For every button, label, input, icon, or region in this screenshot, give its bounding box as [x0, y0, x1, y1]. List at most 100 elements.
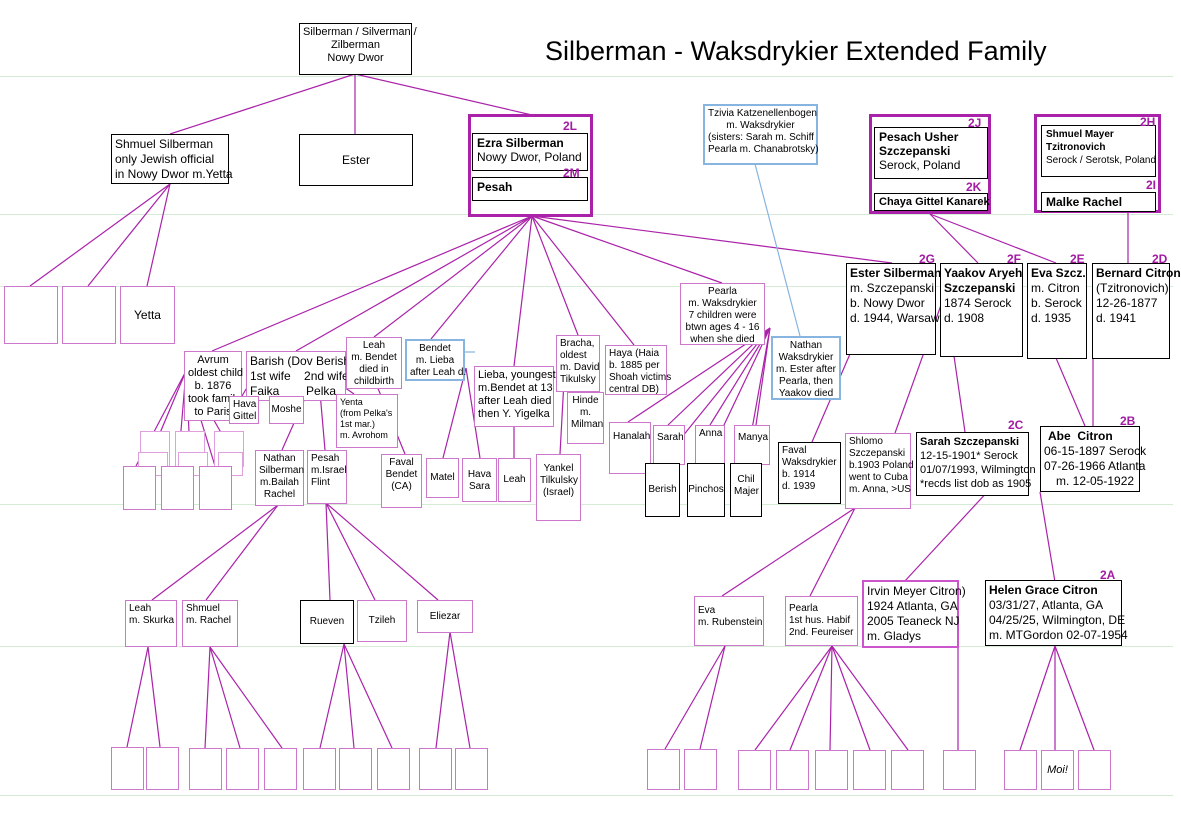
shlomo-line: Shlomo [849, 436, 883, 447]
irvin-line: Irvin Meyer Citron) [867, 584, 966, 598]
eva-rubenstein-box: Eva m. Rubenstein [694, 596, 764, 646]
sarah-s-line: 12-15-1901* Serock [920, 450, 1018, 462]
eva-szcz-line: m. Citron [1031, 281, 1080, 295]
empty-box [738, 750, 771, 790]
pearla-w-line: Pearla [708, 286, 737, 297]
shmuel-mayer-name1: Shmuel Mayer [1046, 129, 1114, 140]
nathan-w-line: m. Ester after [776, 364, 837, 375]
pesah-flint-line: Pesah [311, 453, 340, 464]
haya-box: Haya (Haia b. 1885 per Shoah victims cen… [605, 345, 671, 395]
tzileh-name: Tzileh [368, 615, 396, 626]
barish-box: Barish (Dov Berish) 1st wife 2nd wife Fa… [246, 351, 354, 401]
nathan-w-line: Yaakov died [778, 388, 834, 399]
hinde-line: Hinde [572, 395, 599, 406]
shmuel-mayer-name-box: Shmuel Mayer Tzitronovich Serock / Serot… [1041, 125, 1156, 177]
yaakov-line: 1874 Serock [944, 296, 1012, 310]
leah-bendet-line: died in [359, 364, 389, 375]
leah-bendet-box: Leah m. Bendet died in childbirth [346, 337, 402, 389]
yenta-line: (from Pelka's [340, 408, 393, 418]
hinde-line: m. [579, 407, 592, 418]
yetta-name: Yetta [134, 307, 161, 322]
yaakov-name2: Szczepanski [944, 281, 1016, 295]
barish-line: 1st wife 2nd wife [250, 369, 349, 383]
empty-box [776, 750, 809, 790]
bendet-line: after Leah d. [410, 367, 467, 378]
avrum-line: took family [188, 393, 241, 405]
manya-box: Manya [734, 425, 770, 465]
irvin-citron-box: Irvin Meyer Citron) 1924 Atlanta, GA 200… [862, 580, 966, 648]
yaakov-box: Yaakov Aryeh Szczepanski 1874 Serock d. … [940, 263, 1023, 357]
eliezar-box: Eliezar [417, 600, 473, 633]
empty-box [1078, 750, 1111, 790]
nathan-silberman-box: Nathan Silberman m.Bailah Rachel [255, 450, 304, 506]
avrum-line: to Paris [194, 406, 232, 418]
empty-box [62, 286, 116, 344]
empty-box [684, 749, 717, 790]
avrum-line: oldest child [188, 367, 244, 379]
helen-line: 03/31/27, Atlanta, GA [989, 598, 1104, 612]
abe-name: Abe Citron [1048, 429, 1113, 443]
empty-box [199, 466, 232, 510]
sarah-small-name: Sarah [657, 432, 684, 443]
empty-box [264, 748, 297, 790]
hava-gittel-line: Hava [233, 399, 257, 410]
bracha-line: m. David [560, 362, 600, 373]
empty-box [4, 286, 58, 344]
ester-s-line: m. Szczepanski [850, 281, 935, 295]
empty-box [419, 748, 452, 790]
moi-box: Moi! [1041, 750, 1074, 790]
empty-box [339, 748, 372, 790]
tag-2A: 2A [1100, 568, 1116, 582]
empty-box [189, 748, 222, 790]
faval-waksdrykier-box: Faval Waksdrykier b. 1914 d. 1939 [778, 442, 841, 504]
empty-box [161, 466, 194, 510]
malke-rachel-box: Malke Rachel [1041, 192, 1156, 212]
lieba-line: after Leah died [478, 395, 552, 407]
leah-bendet-line: childbirth [353, 376, 395, 387]
nathan-w-line: Pearla, then [779, 376, 833, 387]
shmuel-line: in Nowy Dwor m.Yetta [115, 167, 233, 181]
pearla-w-line: m. Waksdrykier [688, 298, 757, 309]
nathan-s-line: m.Bailah [260, 477, 299, 488]
faval-bendet-line: Bendet [385, 469, 418, 480]
shmuel-mayer-name2: Tzitronovich [1046, 142, 1106, 153]
pesach-name-box: Pesach Usher Szczepanski Serock, Poland [874, 127, 988, 179]
sarah-s-line: *recds list dob as 1905 [920, 478, 1032, 490]
empty-box [891, 750, 924, 790]
shmuel-rachel-line: m. Rachel [186, 615, 232, 626]
haya-line: central DB) [609, 384, 660, 395]
pesah-name: Pesah [477, 180, 513, 194]
eliezar-name: Eliezar [429, 610, 461, 622]
chaya-gittel-name: Chaya Gittel Kanarek [879, 196, 990, 208]
chil-line: Chil [737, 474, 755, 485]
empty-box [226, 748, 259, 790]
empty-box [303, 748, 336, 790]
hava-sara-box: Hava Sara [462, 458, 497, 502]
bracha-line: Tikulsky [560, 374, 596, 385]
hava-sara-line: Hava [467, 469, 492, 480]
ester-s-line: d. 1944, Warsaw [850, 311, 940, 325]
bendet-line: m. Lieba [415, 355, 455, 366]
pesah-flint-line: m.Israel [311, 465, 347, 476]
pesach-name2: Szczepanski [879, 144, 951, 158]
moshe-box: Moshe [269, 396, 304, 424]
guide-line [0, 504, 1173, 505]
pearla-h-line: Pearla [789, 603, 818, 614]
yenta-line: 1st mar.) [340, 419, 376, 429]
faval-w-line: d. 1939 [782, 481, 816, 492]
tag-2H: 2H [1140, 115, 1156, 129]
matel-box: Matel [426, 458, 459, 498]
shlomo-line: Szczepanski [849, 448, 906, 459]
shlomo-line: m. Anna, >US [849, 484, 911, 495]
tzivia-line: Pearla m. Chanabrotsky) [708, 144, 819, 155]
nathan-s-line: Nathan [263, 453, 296, 464]
faval-bendet-line: Faval [389, 457, 414, 468]
irvin-line: 2005 Teaneck NJ [867, 614, 960, 628]
abe-citron-box: Abe Citron 06-15-1897 Serock 07-26-1966 … [1040, 426, 1146, 492]
sarah-szczepanski-box: Sarah Szczepanski 12-15-1901* Serock 01/… [916, 432, 1036, 496]
nathan-waksdrykier-box: Nathan Waksdrykier m. Ester after Pearla… [771, 336, 841, 400]
nathan-w-line: Waksdrykier [778, 352, 834, 363]
shlomo-line: b.1903 Poland [849, 460, 914, 471]
yaakov-name1: Yaakov Aryeh [944, 266, 1023, 280]
pinchos-box: Pinchos [687, 463, 725, 517]
